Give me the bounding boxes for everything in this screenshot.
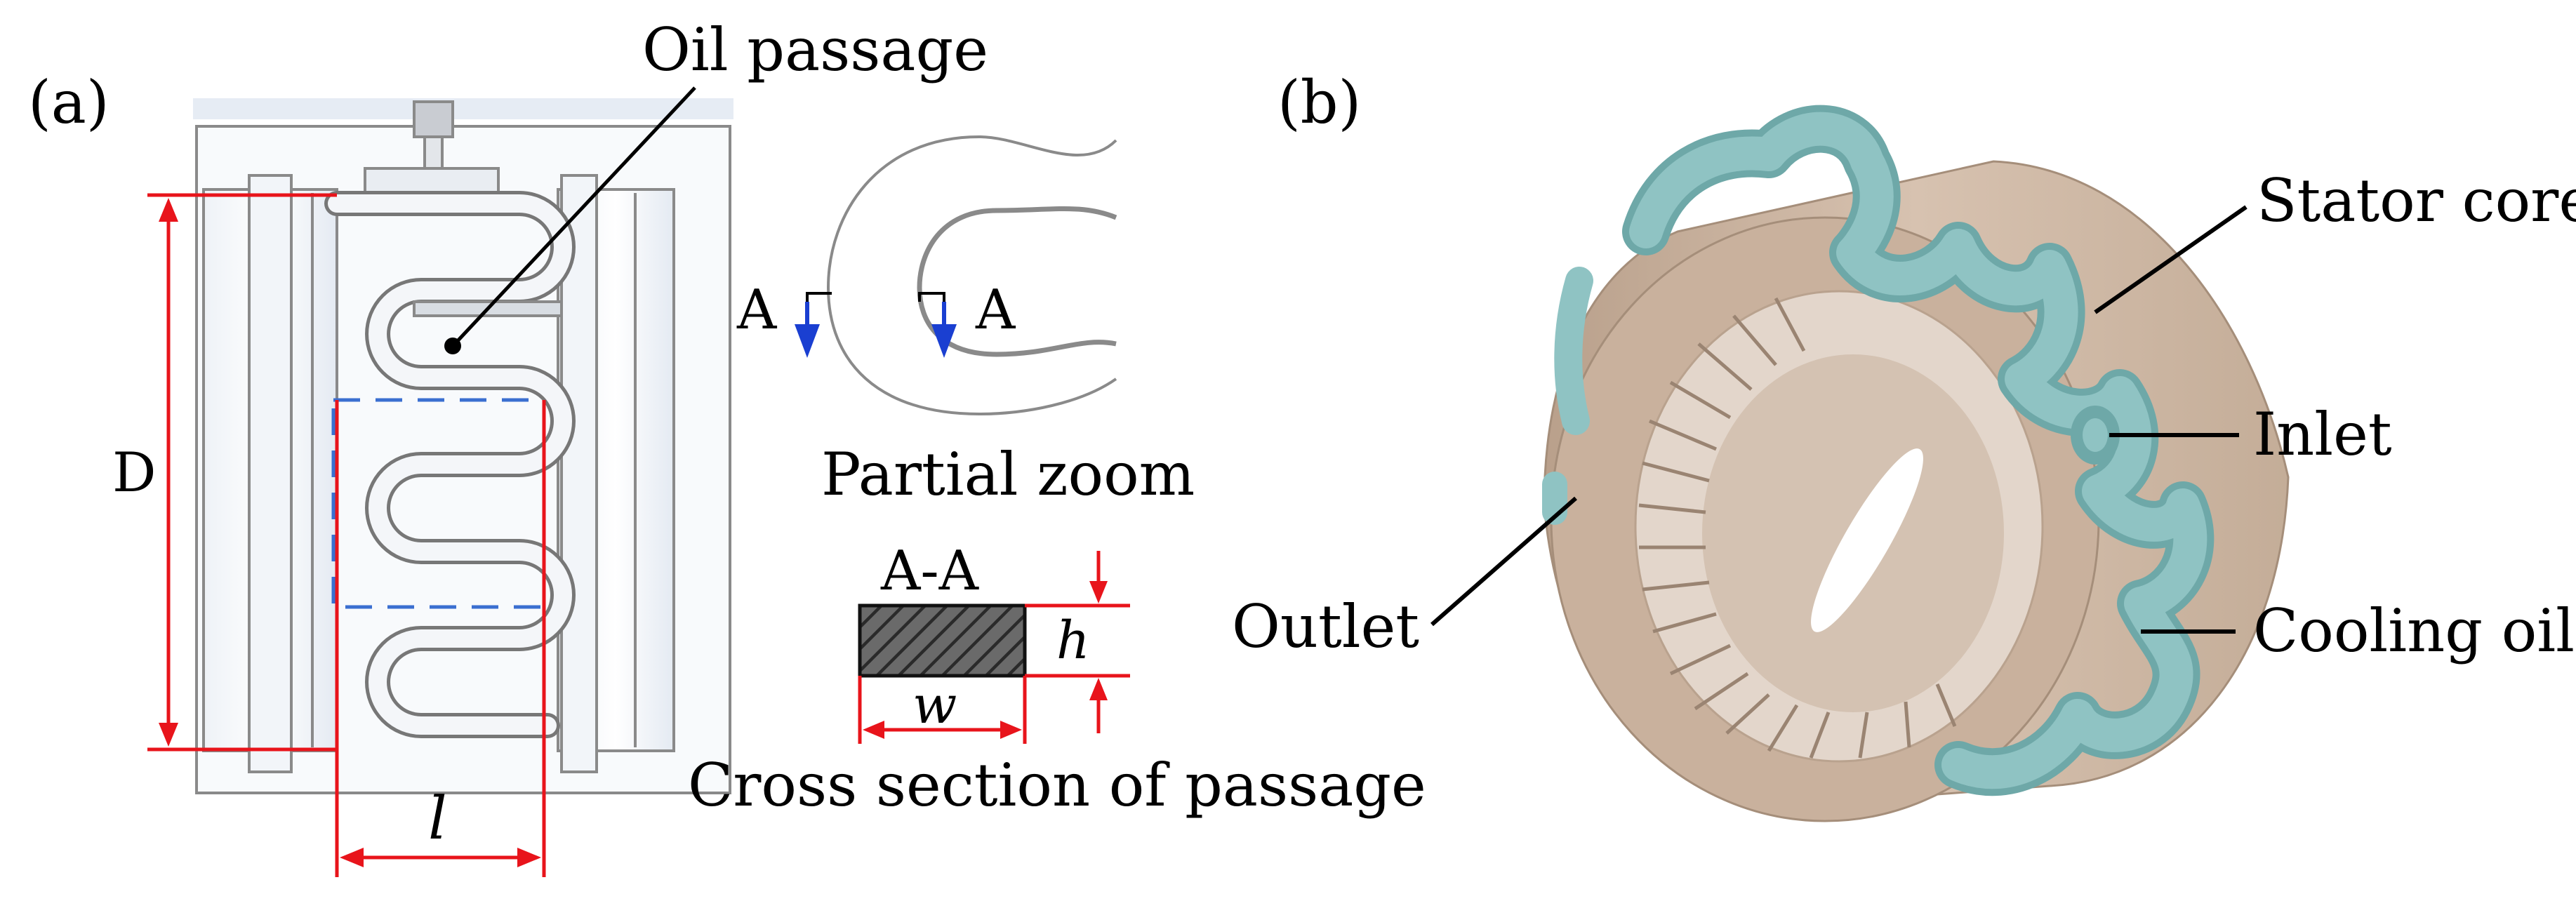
panel-b-tag: (b): [1277, 68, 1361, 137]
section-arrows: [795, 292, 957, 358]
oil-passage-leader: [444, 86, 696, 354]
cross-section-rect: [858, 603, 1027, 678]
panel-a-tag: (a): [28, 68, 109, 137]
dimension-l-label: l: [428, 784, 447, 853]
dimension-D: [147, 193, 546, 877]
panel-a: (a): [28, 15, 1426, 877]
dimension-h-w: [858, 551, 1130, 744]
stator-core-drawing: [1543, 160, 2290, 822]
section-mark-right: A: [975, 279, 1016, 342]
oil-passage-label: Oil passage: [642, 15, 988, 84]
inlet-port: [2071, 406, 2120, 465]
cooling-channels: [1542, 105, 2215, 796]
dimension-w-label: w: [912, 675, 957, 735]
dimension-h-label: h: [1056, 610, 1090, 671]
section-mark-left: A: [736, 279, 778, 342]
housing-drawing: [193, 98, 733, 794]
stator-core-label: Stator core: [2257, 166, 2576, 235]
section-title: A-A: [880, 540, 980, 603]
partial-zoom-sketch: [826, 135, 1117, 416]
stator-slots: [1638, 297, 1957, 759]
dimension-D-label: D: [112, 441, 157, 505]
cooling-oil-label: Cooling oil: [2253, 596, 2575, 665]
panel-b: (b): [1232, 68, 2576, 822]
cross-section-label: Cross section of passage: [688, 751, 1426, 820]
panel-b-leaders: [1430, 205, 2248, 634]
outlet-label: Outlet: [1232, 592, 1419, 661]
inlet-label: Inlet: [2253, 400, 2392, 469]
partial-zoom-label: Partial zoom: [821, 440, 1195, 509]
